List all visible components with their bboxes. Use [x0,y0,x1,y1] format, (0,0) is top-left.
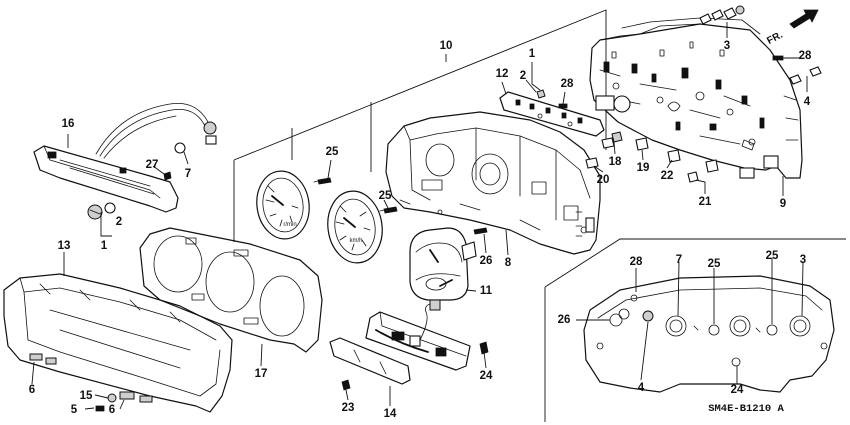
callout-3: 3 [724,40,730,52]
plate-12 [499,89,631,137]
inset-frame [544,238,846,422]
callout-leaders [31,22,808,410]
callout-2: 2 [116,216,122,228]
callout-25: 25 [766,250,779,262]
callout-5: 5 [71,404,78,416]
bulbs-1-2-left [87,202,116,220]
screw-25-b [379,206,398,214]
rear-cover-inset [583,275,835,393]
front-direction-arrow: FR. [765,9,819,47]
callout-24: 24 [480,370,493,382]
callout-7: 7 [185,168,191,180]
callout-23: 23 [342,402,355,414]
callout-7: 7 [676,254,682,266]
callout-28: 28 [799,50,812,62]
callout-28: 28 [630,256,643,268]
meter-bezel-13 [3,273,233,413]
callout-8: 8 [505,257,512,269]
callout-labels: 10 3 28 4 9 1 2 28 12 16 7 27 2 1 25 25 … [29,40,812,420]
callout-10: 10 [440,40,453,52]
diagram-code: SM4E-B1210 A [708,403,784,415]
callout-22: 22 [661,170,674,182]
callout-25: 25 [326,146,339,158]
tacho-unit-label: r/min [283,222,296,228]
callout-3: 3 [800,254,806,266]
callout-12: 12 [496,68,509,80]
callout-24: 24 [731,384,744,396]
speedometer-gauge: km/h [327,190,383,264]
screw-25-a [313,177,332,185]
callout-28: 28 [561,78,574,90]
wire-harness-16 [33,103,217,213]
fuel-temp-gauge-11 [409,227,488,301]
callout-20: 20 [597,174,610,186]
callout-26: 26 [558,314,571,326]
callout-18: 18 [609,156,622,168]
callout-25: 25 [379,190,392,202]
callout-1: 1 [529,48,536,60]
callout-6: 6 [109,404,115,416]
callout-17: 17 [255,368,268,380]
circuit-strip-14 [329,299,471,385]
lens-frame-17 [139,227,323,353]
speedo-unit-label: km/h [349,238,362,244]
tachometer-gauge: r/min [256,170,310,240]
callout-25: 25 [708,258,721,270]
callout-13: 13 [58,240,71,252]
callout-4: 4 [638,382,645,394]
circuit-board-9 [589,17,803,179]
bulbs-3 [699,5,745,25]
callout-11: 11 [480,285,493,297]
group-10-outline [233,9,607,242]
callout-4: 4 [804,96,811,108]
screw-23 [341,379,351,391]
bulb-sockets [585,131,719,183]
bulbs-4-right [789,66,822,85]
callout-21: 21 [699,196,712,208]
callout-14: 14 [384,408,397,420]
callout-6: 6 [29,384,35,396]
callout-9: 9 [780,198,786,210]
callout-2: 2 [520,70,526,82]
callout-27: 27 [146,159,159,171]
callout-1: 1 [101,240,108,252]
front-direction-label: FR. [765,29,785,46]
callout-26: 26 [480,255,493,267]
screw-24-left [479,341,489,355]
callout-16: 16 [62,118,75,130]
callout-15: 15 [80,390,93,402]
callout-19: 19 [637,162,650,174]
meter-case-8 [385,111,601,255]
